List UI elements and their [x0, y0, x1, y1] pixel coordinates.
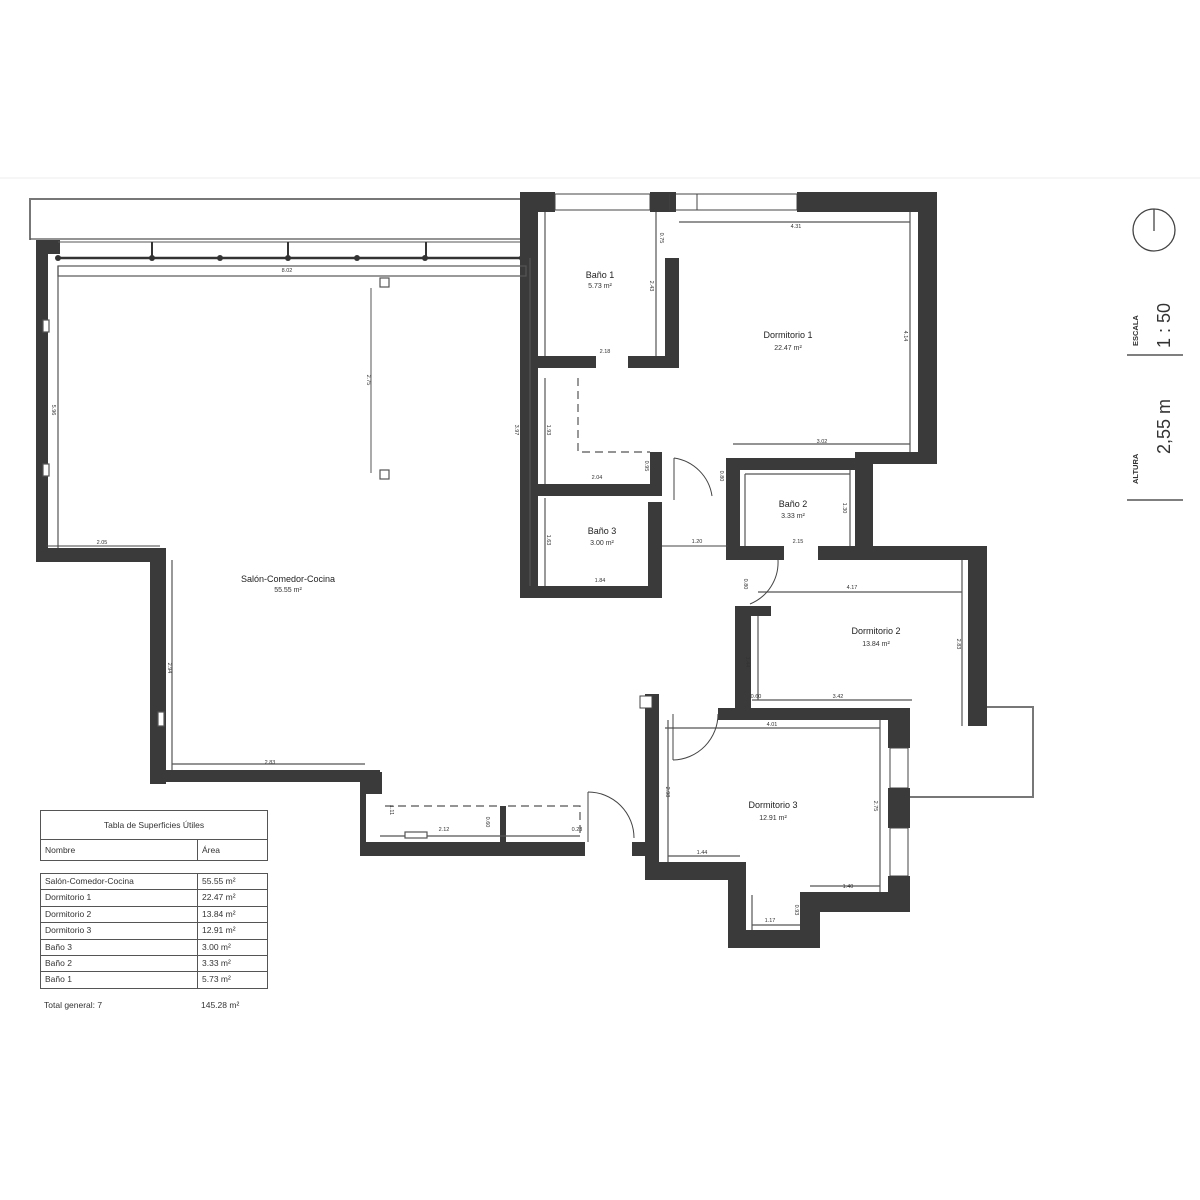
- room-area-bano-3: 3.00 m²: [590, 540, 614, 547]
- svg-text:2.75: 2.75: [872, 801, 878, 812]
- svg-text:2.12: 2.12: [439, 827, 450, 833]
- svg-text:0.23: 0.23: [572, 827, 583, 833]
- svg-text:0.75: 0.75: [658, 233, 664, 244]
- svg-text:0.60: 0.60: [484, 817, 490, 828]
- svg-text:2.83: 2.83: [265, 760, 276, 766]
- svg-text:1.84: 1.84: [595, 578, 606, 584]
- room-label-bano-3: Baño 3: [588, 526, 617, 536]
- svg-text:1.30: 1.30: [841, 503, 847, 514]
- svg-text:1.63: 1.63: [545, 535, 551, 546]
- dimension-labels: 8.02 5.96 2.75 3.97 2.05 2.94 2.83 2.12 …: [46, 224, 961, 924]
- svg-text:0.60: 0.60: [751, 694, 762, 700]
- svg-text:1.93: 1.93: [545, 425, 551, 436]
- plan-legend: ESCALA 1 : 50 ALTURA 2,55 m: [1110, 190, 1200, 510]
- total-area: 145.28 m²: [201, 1000, 240, 1010]
- svg-text:4.14: 4.14: [902, 331, 908, 342]
- room-label-dormitorio-1: Dormitorio 1: [763, 330, 812, 340]
- svg-text:2.18: 2.18: [600, 349, 611, 355]
- room-labels: Salón-Comedor-Cocina 55.55 m² Dormitorio…: [241, 270, 901, 822]
- svg-text:4.17: 4.17: [847, 585, 858, 591]
- table-row: Dormitorio 2 13.84 m²: [41, 906, 267, 924]
- room-area-dormitorio-3: 12.91 m²: [759, 815, 787, 822]
- col-name-header: Nombre: [41, 840, 198, 860]
- svg-text:2.98: 2.98: [664, 787, 670, 798]
- total-label: Total general: 7: [44, 1000, 103, 1010]
- scale-label: ESCALA: [1131, 315, 1140, 346]
- svg-text:2.75: 2.75: [365, 375, 371, 386]
- room-label-dormitorio-3: Dormitorio 3: [748, 800, 797, 810]
- svg-text:0.93: 0.93: [793, 905, 799, 916]
- table-row: Baño 2 3.33 m²: [41, 955, 267, 973]
- table-row: Salón-Comedor-Cocina 55.55 m²: [41, 874, 267, 891]
- svg-text:0.80: 0.80: [718, 471, 724, 482]
- svg-text:5.96: 5.96: [50, 405, 56, 416]
- svg-text:4.01: 4.01: [767, 722, 778, 728]
- area-table-header: Tabla de Superficies Útiles Nombre Área: [40, 810, 268, 861]
- height-value: 2,55 m: [1154, 398, 1174, 454]
- svg-text:2.94: 2.94: [166, 663, 172, 674]
- inner-finish-lines: [57, 212, 963, 930]
- svg-text:2.83: 2.83: [955, 639, 961, 650]
- table-total-row: Total general: 7 145.28 m²: [44, 1000, 270, 1010]
- svg-text:2.43: 2.43: [648, 281, 654, 292]
- pillars: [42, 277, 428, 839]
- scale-value: 1 : 50: [1154, 302, 1174, 348]
- room-area-bano-1: 5.73 m²: [588, 283, 612, 290]
- svg-text:4.31: 4.31: [791, 224, 802, 230]
- room-area-bano-2: 3.33 m²: [781, 513, 805, 520]
- room-label-bano-2: Baño 2: [779, 499, 808, 509]
- svg-text:8.02: 8.02: [282, 268, 293, 274]
- area-table: Salón-Comedor-Cocina 55.55 m² Dormitorio…: [40, 873, 268, 989]
- svg-text:2.04: 2.04: [592, 475, 603, 481]
- table-row: Baño 1 5.73 m²: [41, 972, 267, 989]
- terrace-outline: [29, 198, 525, 240]
- room-area-salon: 55.55 m²: [274, 587, 302, 594]
- svg-text:0.80: 0.80: [742, 579, 748, 590]
- table-row: Baño 3 3.00 m²: [41, 939, 267, 956]
- svg-text:1.17: 1.17: [765, 918, 776, 924]
- room-area-dormitorio-2: 13.84 m²: [862, 641, 890, 648]
- exterior-walls: [36, 192, 987, 948]
- room-label-dormitorio-2: Dormitorio 2: [851, 626, 900, 636]
- svg-text:1.44: 1.44: [697, 850, 708, 856]
- doors: [587, 457, 779, 842]
- svg-text:1.20: 1.20: [692, 539, 703, 545]
- room-label-salon: Salón-Comedor-Cocina: [241, 574, 335, 584]
- col-area-header: Área: [202, 845, 220, 855]
- svg-text:1.44: 1.44: [744, 657, 750, 668]
- svg-text:0.95: 0.95: [643, 461, 649, 472]
- height-label: ALTURA: [1131, 453, 1140, 484]
- balcony-outline: [910, 706, 1034, 798]
- svg-text:2.15: 2.15: [793, 539, 804, 545]
- svg-text:3.02: 3.02: [817, 439, 828, 445]
- room-area-dormitorio-1: 22.47 m²: [774, 345, 802, 352]
- room-label-bano-1: Baño 1: [586, 270, 615, 280]
- svg-text:1.11: 1.11: [388, 805, 394, 815]
- svg-text:3.97: 3.97: [513, 425, 519, 436]
- svg-text:2.05: 2.05: [97, 540, 108, 546]
- north-arrow-icon: [1132, 208, 1176, 252]
- table-row: Dormitorio 1 22.47 m²: [41, 890, 267, 907]
- table-row: Dormitorio 3 12.91 m²: [41, 923, 267, 940]
- dashed-lines: [385, 378, 650, 836]
- svg-text:1.40: 1.40: [843, 884, 854, 890]
- area-table-title: Tabla de Superficies Útiles: [41, 811, 267, 840]
- svg-text:3.42: 3.42: [833, 694, 844, 700]
